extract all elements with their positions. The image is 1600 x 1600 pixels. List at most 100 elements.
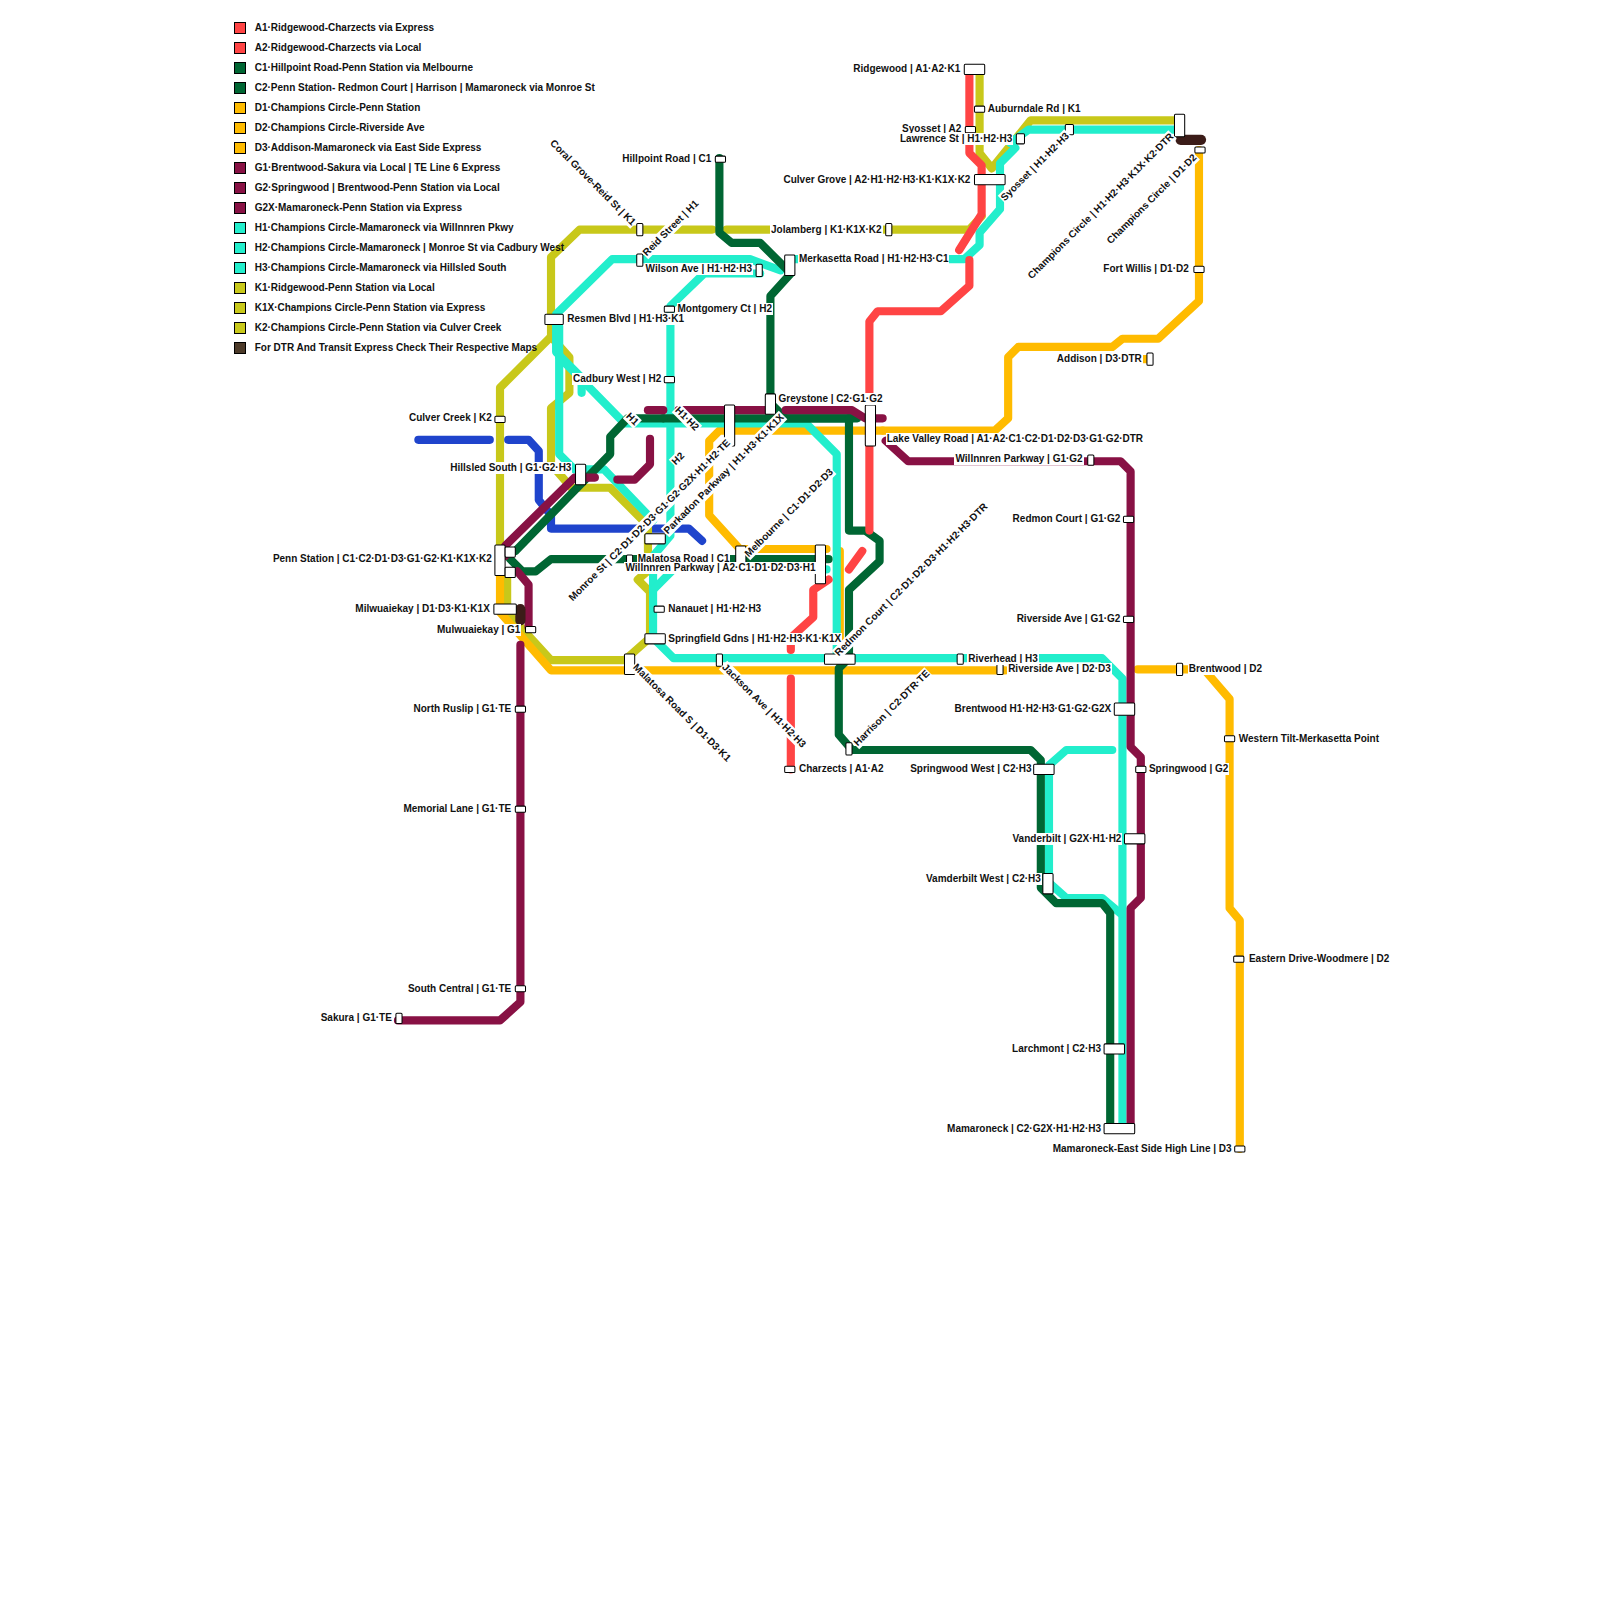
station-marker	[1124, 834, 1144, 844]
legend-row: K2·Champions Circle-Penn Station via Cul…	[234, 322, 502, 334]
station-marker	[664, 377, 674, 383]
route-line-g-segment	[517, 571, 528, 627]
station-marker	[815, 545, 825, 584]
station-marker	[505, 567, 515, 577]
station-label: Jolamberg | K1·K1X·K2	[770, 224, 883, 236]
station-marker	[494, 604, 516, 614]
station-label: Resmen Blvd | H1·H3·K1	[566, 313, 685, 325]
route-line-k	[500, 69, 1179, 660]
station-marker	[1234, 956, 1244, 962]
station-marker	[396, 1013, 402, 1023]
station-label: Brentwood H1·H2·H3·G1·G2·G2X	[954, 703, 1113, 715]
legend-text: D2·Champions Circle-Riverside Ave	[255, 122, 425, 134]
station-label: North Ruslip | G1·TE	[412, 703, 512, 715]
station-label: Hillpoint Road | C1	[621, 153, 712, 165]
station-label: Springwood West | C2·H3	[909, 763, 1033, 775]
station-label: South Central | G1·TE	[407, 983, 512, 995]
station-label: Fort Willis | D1·D2	[1102, 263, 1190, 275]
legend-row: K1X·Champions Circle-Penn Station via Ex…	[234, 302, 486, 314]
legend-text: A1·Ridgewood-Charzects via Express	[255, 22, 435, 34]
route-line-a-segment	[849, 551, 862, 569]
station-marker	[865, 405, 875, 446]
station-label: Riverside Ave | G1·G2	[1016, 613, 1122, 625]
station-label: Cadbury West | H2	[572, 373, 662, 385]
station-label: Brentwood | D2	[1188, 663, 1263, 675]
station-label: H1	[622, 410, 641, 429]
station-marker	[785, 766, 795, 772]
legend-swatch	[234, 82, 246, 94]
legend-swatch	[234, 102, 246, 114]
station-label: Willnnren Parkway | A2·C1·D1·D2·D3·H1	[624, 562, 816, 574]
station-marker	[576, 464, 586, 484]
station-marker	[886, 223, 892, 235]
legend-row: D1·Champions Circle-Penn Station	[234, 102, 421, 114]
legend-swatch	[234, 222, 246, 234]
legend-row: G2X·Mamaroneck-Penn Station via Express	[234, 202, 462, 214]
legend-text: C1·Hillpoint Road-Penn Station via Melbo…	[255, 62, 473, 74]
station-label: Springfield Gdns | H1·H2·H3·K1·K1X	[667, 633, 842, 645]
station-marker	[974, 174, 1005, 184]
legend-text: A2·Ridgewood-Charzects via Local	[255, 42, 422, 54]
station-label: Larchmont | C2·H3	[1011, 1043, 1102, 1055]
station-markers	[396, 64, 1245, 1152]
legend-swatch	[234, 202, 246, 214]
station-label: Mamaroneck | C2·G2X·H1·H2·H3	[946, 1123, 1102, 1135]
station-marker	[1123, 616, 1133, 622]
station-marker	[1123, 516, 1133, 522]
legend-text: K2·Champions Circle-Penn Station via Cul…	[255, 322, 502, 334]
station-label: Addison | D3·DTR	[1056, 353, 1143, 365]
legend-row: H3·Champions Circle-Mamaroneck via Hills…	[234, 262, 507, 274]
route-line-d	[500, 150, 1240, 1149]
route-line-g-segment	[505, 478, 595, 557]
station-marker	[664, 306, 674, 312]
station-label: Western Tilt-Merkasetta Point	[1238, 733, 1380, 745]
station-label: Reid Street | H1	[640, 197, 702, 259]
station-label: Milwuaiekay | D1·D3·K1·K1X	[354, 603, 491, 615]
legend-text: D3·Addison-Mamaroneck via East Side Expr…	[255, 142, 482, 154]
station-marker	[957, 654, 963, 664]
legend-row: C1·Hillpoint Road-Penn Station via Melbo…	[234, 62, 473, 74]
station-label: Sakura | G1·TE	[320, 1012, 393, 1024]
station-label: Redmon Court | C2·D1·D2·D3·H1·H2·H3·DTR	[831, 500, 990, 659]
station-marker	[1177, 663, 1183, 675]
route-line-h-segment	[653, 273, 1122, 1127]
legend-row: D3·Addison-Mamaroneck via East Side Expr…	[234, 142, 482, 154]
station-marker	[1043, 873, 1053, 893]
route-line-g-segment	[886, 441, 1141, 1128]
legend-row: H1·Champions Circle-Mamaroneck via Willn…	[234, 222, 514, 234]
legend-row: A1·Ridgewood-Charzects via Express	[234, 22, 435, 34]
route-line-g-segment	[648, 406, 663, 414]
legend-swatch	[234, 282, 246, 294]
route-line-c-segment	[719, 158, 852, 418]
station-label: Parkadon Parkway | H1·H3·K1·K1X	[661, 410, 788, 537]
station-label: Culver Creek | K2	[408, 412, 493, 424]
legend-row: G2·Springwood | Brentwood-Penn Station v…	[234, 182, 500, 194]
legend-text: H1·Champions Circle-Mamaroneck via Willn…	[255, 222, 514, 234]
route-line-h-segment	[1010, 130, 1178, 143]
station-marker	[997, 664, 1003, 674]
legend-text: K1X·Champions Circle-Penn Station via Ex…	[255, 302, 486, 314]
station-marker	[1114, 703, 1134, 715]
route-line-g	[398, 410, 1141, 1127]
station-marker	[1034, 764, 1054, 774]
station-marker	[545, 314, 563, 324]
station-label: Eastern Drive-Woodmere | D2	[1248, 953, 1390, 965]
legend-swatch	[234, 302, 246, 314]
station-marker	[756, 264, 762, 276]
legend-swatch	[234, 242, 246, 254]
legend-row: For DTR And Transit Express Check Their …	[234, 342, 538, 354]
station-label: Memorial Lane | G1·TE	[402, 803, 512, 815]
station-marker	[637, 254, 643, 266]
route-line-a-segment	[869, 260, 969, 530]
station-marker	[715, 156, 725, 162]
legend-swatch	[234, 262, 246, 274]
station-label: Monroe St | C2·D1·D2·D3·G1·G2·G2X·H1·H2·…	[566, 436, 734, 604]
legend-row: K1·Ridgewood-Penn Station via Local	[234, 282, 435, 294]
station-label: Melbourne | C1·D1·D2·D3	[742, 466, 837, 561]
legend-text: G2·Springwood | Brentwood-Penn Station v…	[255, 182, 500, 194]
station-label: H2	[669, 450, 688, 469]
legend-swatch	[234, 162, 246, 174]
legend-text: For DTR And Transit Express Check Their …	[255, 342, 538, 354]
station-marker	[965, 127, 975, 133]
